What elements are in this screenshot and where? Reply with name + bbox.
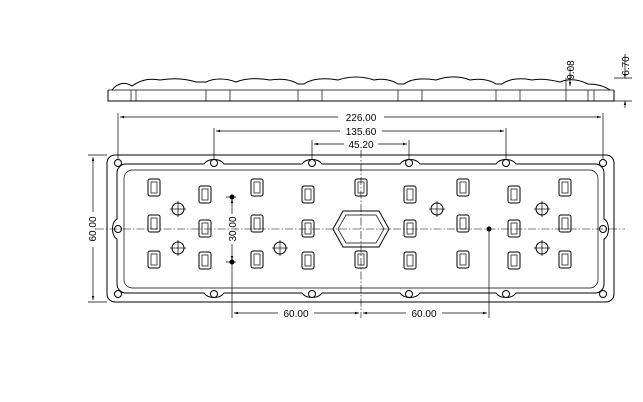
center-window bbox=[332, 210, 390, 248]
lens-col-2 bbox=[198, 185, 212, 270]
lens-col-5 bbox=[354, 178, 368, 269]
lens-col-1 bbox=[147, 178, 161, 269]
dim-bottom-left-span: 60.00 bbox=[283, 309, 308, 320]
dim-overall-height: 60.00 bbox=[88, 216, 99, 241]
lens-pockets bbox=[147, 178, 572, 270]
dim-height-6-70: 6.70 bbox=[621, 56, 632, 76]
dim-hole-span-outer: 135.60 bbox=[346, 127, 377, 138]
dim-overall-length: 226.00 bbox=[346, 113, 377, 124]
plan-view bbox=[96, 150, 625, 318]
dim-hole-span-inner: 45.20 bbox=[348, 140, 373, 151]
lens-col-3 bbox=[250, 178, 264, 269]
lens-col-6 bbox=[403, 185, 417, 270]
left-dimension-lines bbox=[88, 154, 236, 303]
top-dimension-lines bbox=[117, 113, 604, 160]
lens-col-7 bbox=[456, 178, 470, 269]
side-view bbox=[107, 54, 632, 108]
lens-col-4 bbox=[301, 185, 315, 270]
dim-height-9-08: 9.08 bbox=[566, 60, 577, 80]
bottom-dimension-lines bbox=[231, 229, 490, 318]
dim-bottom-right-span: 60.00 bbox=[411, 309, 436, 320]
dim-pin-spacing: 30.00 bbox=[228, 216, 239, 241]
screw-holes bbox=[170, 201, 550, 256]
lens-col-8 bbox=[507, 185, 521, 270]
lens-col-9 bbox=[558, 178, 572, 269]
mounting-holes bbox=[114, 159, 607, 298]
